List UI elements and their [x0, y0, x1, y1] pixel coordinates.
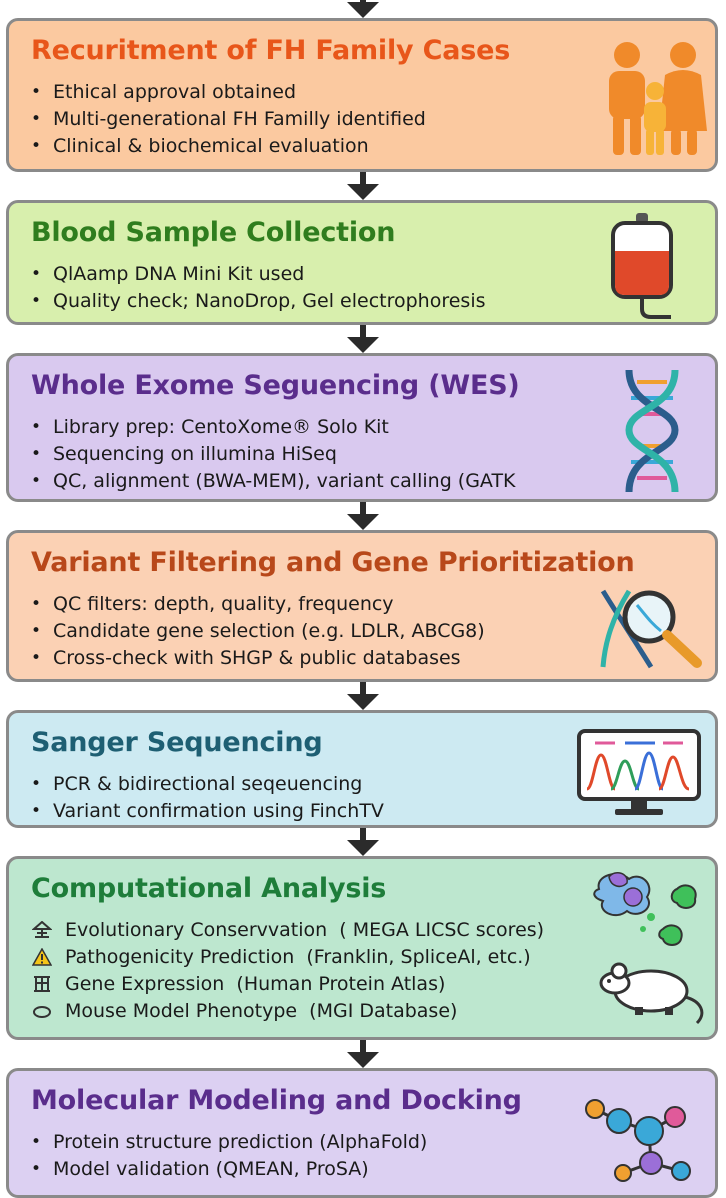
step-title: Whole Exome Seguencing (WES) [31, 370, 520, 401]
step-box-variant-filtering: Variant Filtering and Gene Prioritizatio… [6, 530, 718, 682]
list-item: •Sequencing on illumina HiSeq [31, 443, 337, 465]
tree-icon [31, 920, 53, 941]
step-title: Computational Analysis [31, 873, 387, 904]
blood-bag-icon [611, 213, 673, 319]
list-item: •Protein structure prediction (AlphaFold… [31, 1131, 428, 1153]
list-item: •Cross-check with SHGP & public database… [31, 647, 461, 669]
flow-arrow-3 [347, 502, 379, 530]
step-box-computational: Computational Analysis Evolutionary Cons… [6, 856, 718, 1040]
step-box-sanger: Sanger Sequencing •PCR & bidirectional s… [6, 710, 718, 828]
step-box-blood-sample: Blood Sample Collection •QlAamp DNA Mini… [6, 200, 718, 325]
dna-helix-icon [625, 369, 679, 493]
monitor-chromatogram-icon [577, 729, 701, 815]
list-item: •Ethical approval obtained [31, 81, 297, 103]
step-bullets: •Ethical approval obtained •Multi-genera… [31, 79, 426, 160]
grid-icon [31, 975, 53, 995]
step-box-wes: Whole Exome Seguencing (WES) •Library pr… [6, 353, 718, 502]
flow-arrow-1 [347, 172, 379, 200]
family-icon [609, 42, 707, 155]
list-item: •Library prep: CentoXome® Solo Kit [31, 416, 389, 438]
step-box-modeling: Molecular Modeling and Docking •Protein … [6, 1068, 718, 1198]
flow-arrow-2 [347, 325, 379, 353]
step-title: Sanger Sequencing [31, 727, 323, 758]
step-box-recruitment: Recuritment of FH Family Cases •Ethical … [6, 18, 718, 172]
step-rows: Evolutionary Conservvation ( MEGA LICSC … [31, 917, 544, 1025]
list-item: •Variant confirmation using FinchTV [31, 800, 384, 822]
list-item: Pathogenicity Prediction (Franklin, Spli… [31, 944, 544, 971]
list-item: •PCR & bidirectional seqeuencing [31, 773, 363, 795]
dna-magnifier-icon [600, 589, 702, 669]
step-title: Recuritment of FH Family Cases [31, 35, 511, 66]
list-item: Gene Expression (Human Protein Atlas) [31, 971, 544, 998]
warning-icon [31, 946, 53, 968]
mouse-icon [31, 1002, 53, 1022]
molecules-mouse-icon [593, 872, 704, 1025]
list-item: •QlAamp DNA Mini Kit used [31, 263, 305, 285]
flow-arrow-top [347, 0, 379, 18]
step-title: Molecular Modeling and Docking [31, 1085, 522, 1116]
flow-arrow-5 [347, 828, 379, 856]
list-item: •Clinical & biochemical evaluation [31, 135, 369, 157]
step-bullets: •Protein structure prediction (AlphaFold… [31, 1129, 427, 1183]
list-item: •Candidate gene selection (e.g. LDLR, AB… [31, 620, 485, 642]
step-bullets: •QC filters: depth, quality, frequency •… [31, 591, 485, 672]
list-item: •QC, alignment (BWA-MEM), variant callin… [31, 470, 516, 492]
list-item: •Multi-generational FH Familly identifie… [31, 108, 426, 130]
step-bullets: •Library prep: CentoXome® Solo Kit •Sequ… [31, 414, 516, 495]
flow-arrow-4 [347, 682, 379, 710]
list-item: Mouse Model Phenotype (MGI Database) [31, 998, 544, 1025]
step-title: Blood Sample Collection [31, 217, 396, 248]
step-title: Variant Filtering and Gene Prioritizatio… [31, 547, 635, 578]
list-item: Evolutionary Conservvation ( MEGA LICSC … [31, 917, 544, 944]
list-item: •Model validation (QMEAN, ProSA) [31, 1158, 369, 1180]
molecule-icon [585, 1099, 691, 1182]
list-item: •Quality check; NanoDrop, Gel electropho… [31, 290, 486, 312]
step-bullets: •PCR & bidirectional seqeuencing •Varian… [31, 771, 384, 825]
list-item: •QC filters: depth, quality, frequency [31, 593, 394, 615]
flow-arrow-6 [347, 1040, 379, 1068]
step-bullets: •QlAamp DNA Mini Kit used •Quality check… [31, 261, 486, 315]
